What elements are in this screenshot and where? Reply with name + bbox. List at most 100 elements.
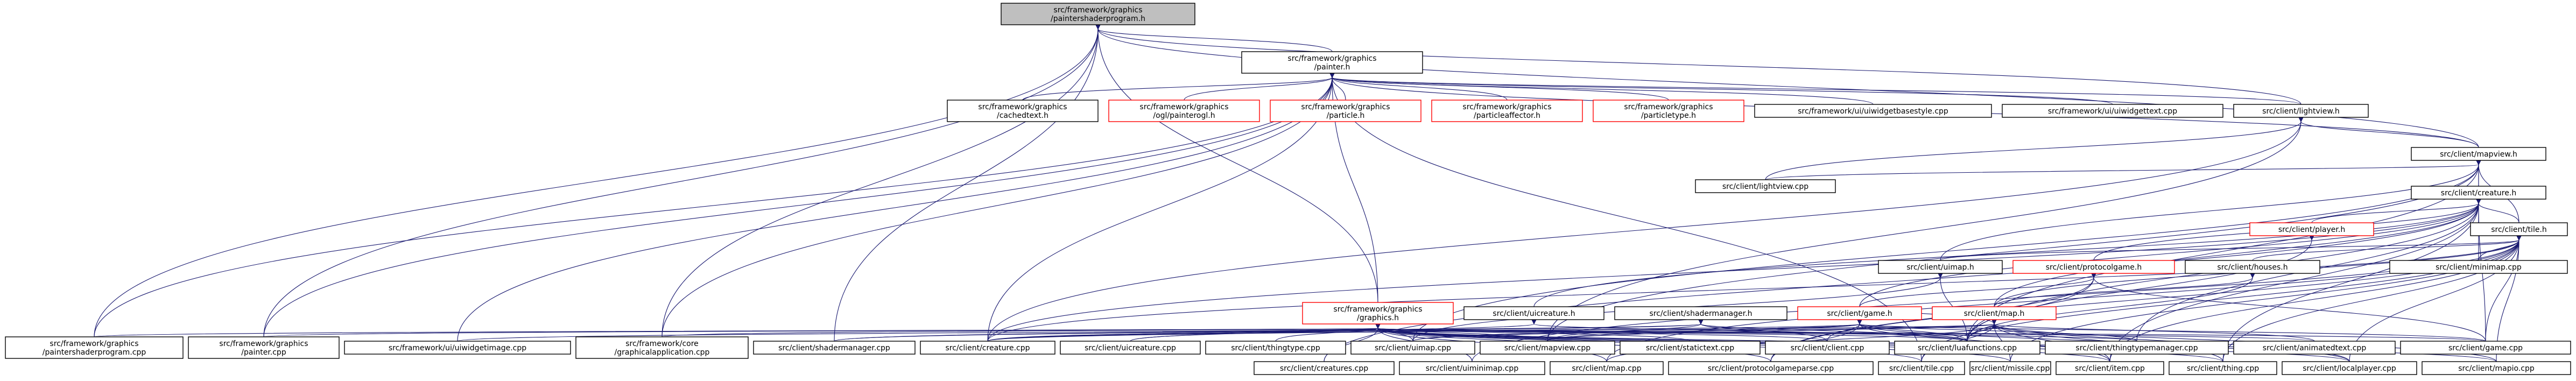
node-item-cpp[interactable]: src/client/item.cpp [2056,361,2164,375]
node-uicreature-cpp[interactable]: src/client/uicreature.cpp [1060,341,1201,355]
node-box[interactable] [2233,104,2369,118]
node-box[interactable] [753,341,916,355]
node-game-cpp[interactable]: src/client/game.cpp [2400,341,2571,355]
node-game-h[interactable]: src/client/game.h [1797,306,1922,320]
node-box[interactable] [1463,306,1604,320]
node-box[interactable] [2282,361,2417,375]
node-mapio-cpp[interactable]: src/client/mapio.cpp [2422,361,2571,375]
node-box[interactable] [1969,361,2051,375]
node-uiwidgettext[interactable]: src/framework/ui/uiwidgettext.cpp [2002,104,2223,118]
node-box[interactable] [2249,222,2374,236]
node-uiminimap-cpp[interactable]: src/client/uiminimap.cpp [1399,361,1545,375]
node-box[interactable] [1695,179,1836,193]
node-box[interactable] [2169,361,2277,375]
node-thingtype-cpp[interactable]: src/client/thingtype.cpp [1205,341,1346,355]
node-box[interactable] [1878,361,1965,375]
node-box[interactable] [1205,341,1346,355]
node-box[interactable] [1241,51,1423,74]
node-shadermanager-cpp[interactable]: src/client/shadermanager.cpp [753,341,916,355]
node-protocolgameparse-cpp[interactable]: src/client/protocolgameparse.cpp [1668,361,1874,375]
node-graphics-h[interactable]: src/framework/graphics/graphics.h [1302,302,1454,324]
node-box[interactable] [1620,341,1761,355]
node-tile-cpp[interactable]: src/client/tile.cpp [1878,361,1965,375]
node-uimap-cpp[interactable]: src/client/uimap.cpp [1350,341,1475,355]
node-box[interactable] [1431,100,1583,122]
node-painter-cpp[interactable]: src/framework/graphics/painter.cpp [188,336,340,359]
node-animatedtext-cpp[interactable]: src/client/animatedtext.cpp [2233,341,2396,355]
node-box[interactable] [2233,341,2396,355]
node-box[interactable] [2470,222,2568,236]
node-tile-h[interactable]: src/client/tile.h [2470,222,2568,236]
node-opengl[interactable]: src/framework/graphics/ogl/painterogl.h [1108,100,1260,122]
node-box[interactable] [2400,341,2571,355]
node-box[interactable] [1894,341,2040,355]
node-painter-h[interactable]: src/framework/graphics/painter.h [1241,51,1423,74]
node-box[interactable] [1754,104,1992,118]
node-root[interactable]: src/framework/graphics/paintershaderprog… [1001,3,1195,25]
node-thingtypemanager-cpp[interactable]: src/client/thingtypemanager.cpp [2045,341,2229,355]
node-box[interactable] [2411,147,2546,161]
node-box[interactable] [2185,260,2320,274]
node-mapview-cpp[interactable]: src/client/mapview.cpp [1480,341,1615,355]
node-map-cpp[interactable]: src/client/map.cpp [1550,361,1664,375]
node-box[interactable] [1668,361,1874,375]
node-box[interactable] [2389,260,2568,274]
node-particletype[interactable]: src/framework/graphics/particletype.h [1593,100,1744,122]
node-box[interactable] [1108,100,1260,122]
node-box[interactable] [1399,361,1545,375]
node-missile-cpp[interactable]: src/client/missile.cpp [1969,361,2051,375]
node-box[interactable] [1550,361,1664,375]
node-box[interactable] [1001,3,1195,25]
node-box[interactable] [1932,306,2057,320]
node-mapview-h[interactable]: src/client/mapview.h [2411,147,2546,161]
node-uiwidgetbasestyle[interactable]: src/framework/ui/uiwidgetbasestyle.cpp [1754,104,1992,118]
node-protocolgame-h[interactable]: src/client/protocolgame.h [2012,260,2175,274]
node-houses-h[interactable]: src/client/houses.h [2185,260,2320,274]
node-box[interactable] [947,100,1099,122]
node-box[interactable] [2056,361,2164,375]
node-thing-cpp[interactable]: src/client/thing.cpp [2169,361,2277,375]
node-box[interactable] [1302,302,1454,324]
node-particle-h[interactable]: src/framework/graphics/particle.h [1270,100,1421,122]
node-creature-cpp[interactable]: src/client/creature.cpp [920,341,1055,355]
node-uimap-h[interactable]: src/client/uimap.h [1878,260,2003,274]
node-client-cpp[interactable]: src/client/client.cpp [1765,341,1890,355]
node-box[interactable] [188,336,340,359]
node-lightview-cpp[interactable]: src/client/lightview.cpp [1695,179,1836,193]
node-lightview-h[interactable]: src/client/lightview.h [2233,104,2369,118]
node-box[interactable] [1480,341,1615,355]
node-player-h[interactable]: src/client/player.h [2249,222,2374,236]
node-box[interactable] [2422,361,2571,375]
node-box[interactable] [575,336,749,359]
node-box[interactable] [1350,341,1475,355]
node-box[interactable] [1614,306,1787,320]
node-luafunctions-cpp[interactable]: src/client/luafunctions.cpp [1894,341,2040,355]
node-box[interactable] [2045,341,2229,355]
node-map-h[interactable]: src/client/map.h [1932,306,2057,320]
node-box[interactable] [2002,104,2223,118]
node-cachedtext-h[interactable]: src/framework/graphics/cachedtext.h [947,100,1099,122]
node-box[interactable] [5,336,184,359]
node-box[interactable] [1060,341,1201,355]
node-box[interactable] [2411,186,2546,200]
node-localplayer-cpp[interactable]: src/client/localplayer.cpp [2282,361,2417,375]
node-statictext-cpp[interactable]: src/client/statictext.cpp [1620,341,1761,355]
node-box[interactable] [1878,260,2003,274]
node-box[interactable] [1765,341,1890,355]
node-creatures-cpp[interactable]: src/client/creatures.cpp [1254,361,1395,375]
node-paintershaderprogram-cpp[interactable]: src/framework/graphics/paintershaderprog… [5,336,184,359]
node-box[interactable] [920,341,1055,355]
node-graphicalapplication[interactable]: src/framework/core/graphicalapplication.… [575,336,749,359]
node-uiwidgetimage[interactable]: src/framework/ui/uiwidgetimage.cpp [344,341,571,355]
node-box[interactable] [1254,361,1395,375]
node-creature-h[interactable]: src/client/creature.h [2411,186,2546,200]
node-minimap-cpp[interactable]: src/client/minimap.cpp [2389,260,2568,274]
node-box[interactable] [1270,100,1421,122]
node-box[interactable] [344,341,571,355]
node-particleaffector[interactable]: src/framework/graphics/particleaffector.… [1431,100,1583,122]
node-shadermanager-h[interactable]: src/client/shadermanager.h [1614,306,1787,320]
node-box[interactable] [1593,100,1744,122]
node-box[interactable] [1797,306,1922,320]
node-box[interactable] [2012,260,2175,274]
node-uicreature-h[interactable]: src/client/uicreature.h [1463,306,1604,320]
